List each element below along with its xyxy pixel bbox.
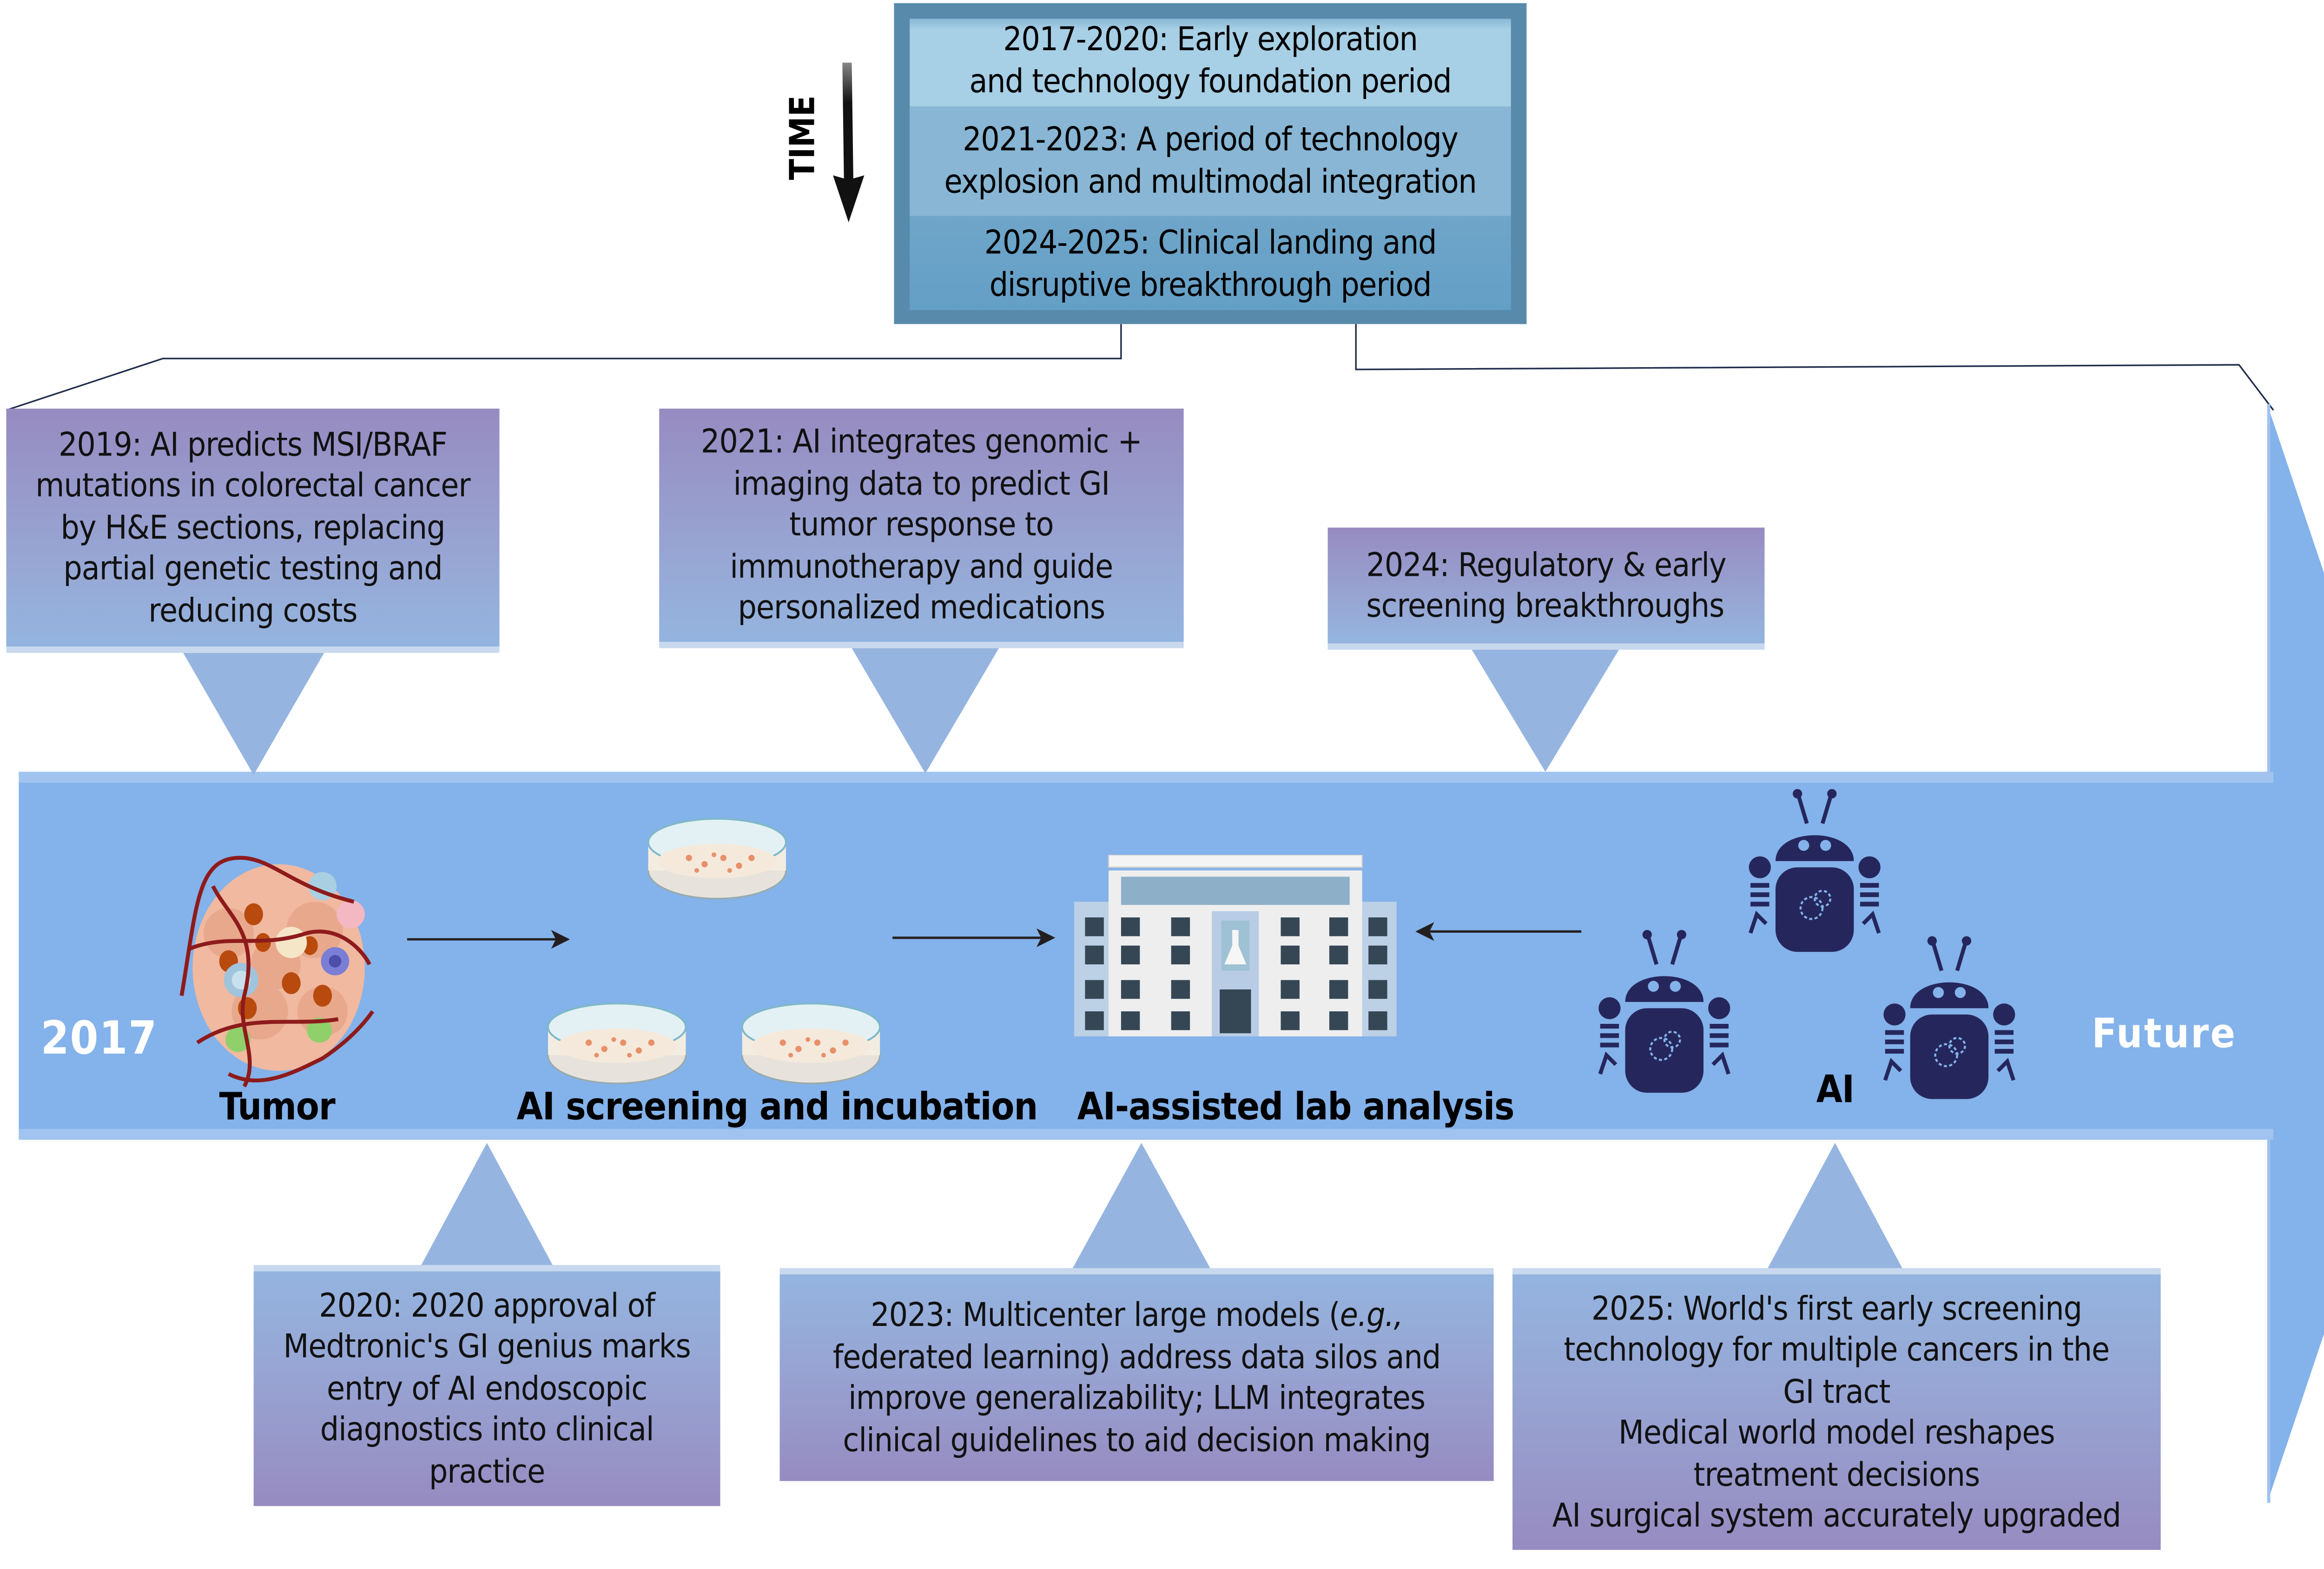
callout-line: reducing costs: [148, 591, 357, 629]
callout-2020: 2020: 2020 approval of Medtronic's GI ge…: [253, 1265, 720, 1506]
callout-line: diagnostics into clinical: [320, 1411, 654, 1449]
period-text: and technology foundation period: [969, 62, 1452, 100]
down-arrow-icon: [833, 62, 865, 223]
period-text: 2021-2023: A period of technology: [963, 120, 1459, 158]
callout-pointer-2023: [1071, 1143, 1212, 1272]
period-text: 2017-2020: Early exploration: [1003, 20, 1418, 58]
callout-2025: 2025: World's first early screening tech…: [1512, 1268, 2161, 1550]
stage-label-ai: AI: [1816, 1068, 1855, 1112]
period-2017-2020: 2017-2020: Early exploration and technol…: [910, 19, 1511, 107]
flow-arrow-icon: [407, 930, 570, 949]
callout-pointer-2020: [419, 1143, 555, 1268]
timeline-arrowhead: [2267, 404, 2324, 1503]
callout-line: mutations in colorectal cancer: [35, 467, 470, 505]
callout-line: technology for multiple cancers in the: [1564, 1331, 2110, 1369]
callout-line: Medtronic's GI genius marks: [283, 1328, 691, 1366]
callout-line: Medical world model reshapes: [1618, 1413, 2055, 1451]
petri-dish-icon: [647, 817, 787, 900]
stage-label-lab-analysis: AI-assisted lab analysis: [1077, 1085, 1515, 1129]
laboratory-building-icon: [1074, 855, 1397, 1037]
callout-pointer-2024: [1472, 649, 1619, 772]
start-year-label: 2017: [40, 1011, 158, 1065]
callout-line: 2020: 2020 approval of: [319, 1286, 655, 1324]
connector-line-right: [1355, 324, 2274, 411]
period-text: disruptive breakthrough period: [989, 266, 1432, 304]
callout-line: improve generalizability; LLM integrates: [848, 1379, 1426, 1417]
robot-icon: [1749, 789, 1881, 952]
callout-2024: 2024: Regulatory & early screening break…: [1327, 527, 1765, 650]
time-label: TIME: [784, 95, 824, 180]
period-2021-2023: 2021-2023: A period of technology explos…: [910, 106, 1511, 216]
robot-icon: [1883, 936, 2016, 1099]
callout-line: entry of AI endoscopic: [326, 1369, 647, 1407]
callout-line: federated learning) address data silos a…: [832, 1338, 1441, 1376]
callout-line: immunotherapy and guide: [730, 547, 1113, 586]
tumor-icon: [179, 856, 375, 1088]
callout-line: 2024: Regulatory & early: [1366, 545, 1726, 583]
callout-pointer-2019: [183, 653, 324, 775]
period-text: explosion and multimodal integration: [944, 163, 1477, 201]
petri-dish-icon: [547, 1002, 687, 1084]
callout-line: 2019: AI predicts MSI/BRAF: [58, 425, 448, 463]
future-label: Future: [2092, 1011, 2237, 1059]
callout-text-italic: e.g.,: [1340, 1296, 1403, 1334]
robot-icon: [1598, 930, 1730, 1093]
period-text: 2024-2025: Clinical landing and: [984, 224, 1437, 262]
callout-line: treatment decisions: [1693, 1455, 1981, 1493]
callout-line: AI surgical system accurately upgraded: [1552, 1496, 2121, 1535]
callout-2023: 2023: Multicenter large models (e.g., fe…: [779, 1268, 1494, 1481]
callout-line: 2021: AI integrates genomic +: [700, 423, 1142, 461]
callout-line: 2023: Multicenter large models (e.g.,: [833, 1295, 1440, 1336]
callout-pointer-2021: [852, 648, 999, 774]
callout-text: 2023: Multicenter large models (: [871, 1296, 1340, 1334]
callout-line: personalized medications: [738, 589, 1105, 627]
callout-line: partial genetic testing and: [63, 550, 442, 588]
callout-line: tumor response to: [789, 506, 1054, 544]
callout-line: clinical guidelines to aid decision maki…: [843, 1421, 1431, 1458]
period-legend-box: 2017-2020: Early exploration and technol…: [894, 3, 1527, 324]
callout-pointer-2025: [1766, 1143, 1904, 1272]
callout-line: 2025: World's first early screening: [1591, 1289, 2082, 1327]
flow-arrow-icon: [892, 928, 1056, 948]
petri-dish-icon: [741, 1002, 881, 1084]
callout-2019: 2019: AI predicts MSI/BRAF mutations in …: [6, 409, 500, 653]
callout-line: practice: [429, 1452, 545, 1490]
stage-label-tumor: Tumor: [219, 1085, 336, 1129]
flow-arrow-left-icon: [1415, 922, 1582, 941]
callout-line: by H&E sections, replacing: [60, 508, 445, 546]
stage-label-screening: AI screening and incubation: [516, 1085, 1038, 1129]
callout-line: imaging data to predict GI: [733, 464, 1110, 502]
callout-line: screening breakthroughs: [1366, 587, 1724, 625]
period-2024-2025: 2024-2025: Clinical landing and disrupti…: [910, 216, 1511, 310]
connector-line-left: [6, 324, 1122, 411]
callout-line: GI tract: [1783, 1372, 1890, 1410]
callout-2021: 2021: AI integrates genomic + imaging da…: [659, 409, 1184, 648]
